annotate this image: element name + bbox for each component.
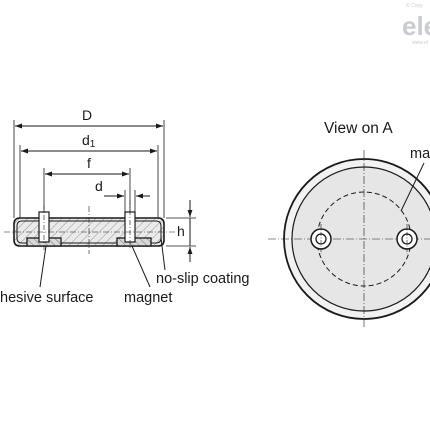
dimension-d-label: d [95,178,103,194]
dimension-f-label: f [87,155,91,171]
no-slip-coating-label: no-slip coating [156,271,250,287]
magnet-right-label: ma [410,146,430,162]
dimension-d1-sub: 1 [90,139,96,150]
watermark-logo-text: ele [402,11,430,41]
brand-watermark: © Copy ele www.el [402,2,430,46]
front-view-a [268,150,430,328]
dimension-lines [13,120,193,262]
watermark-url-text: www.el [412,40,428,46]
dimension-h-label: h [177,223,185,239]
view-on-a-title: View on A [324,120,393,137]
dimension-d1-label: d1 [82,132,96,150]
watermark-copyright-text: © Copy [406,2,423,9]
annotation-leaders [39,237,166,288]
dimension-d1-main: d [82,132,90,148]
magnet-label: magnet [124,290,172,306]
side-section-view [4,200,196,254]
magnet-leader-line [400,162,425,212]
dimension-D-label: D [82,107,92,123]
adhesive-surface-label: hesive surface [0,290,94,306]
